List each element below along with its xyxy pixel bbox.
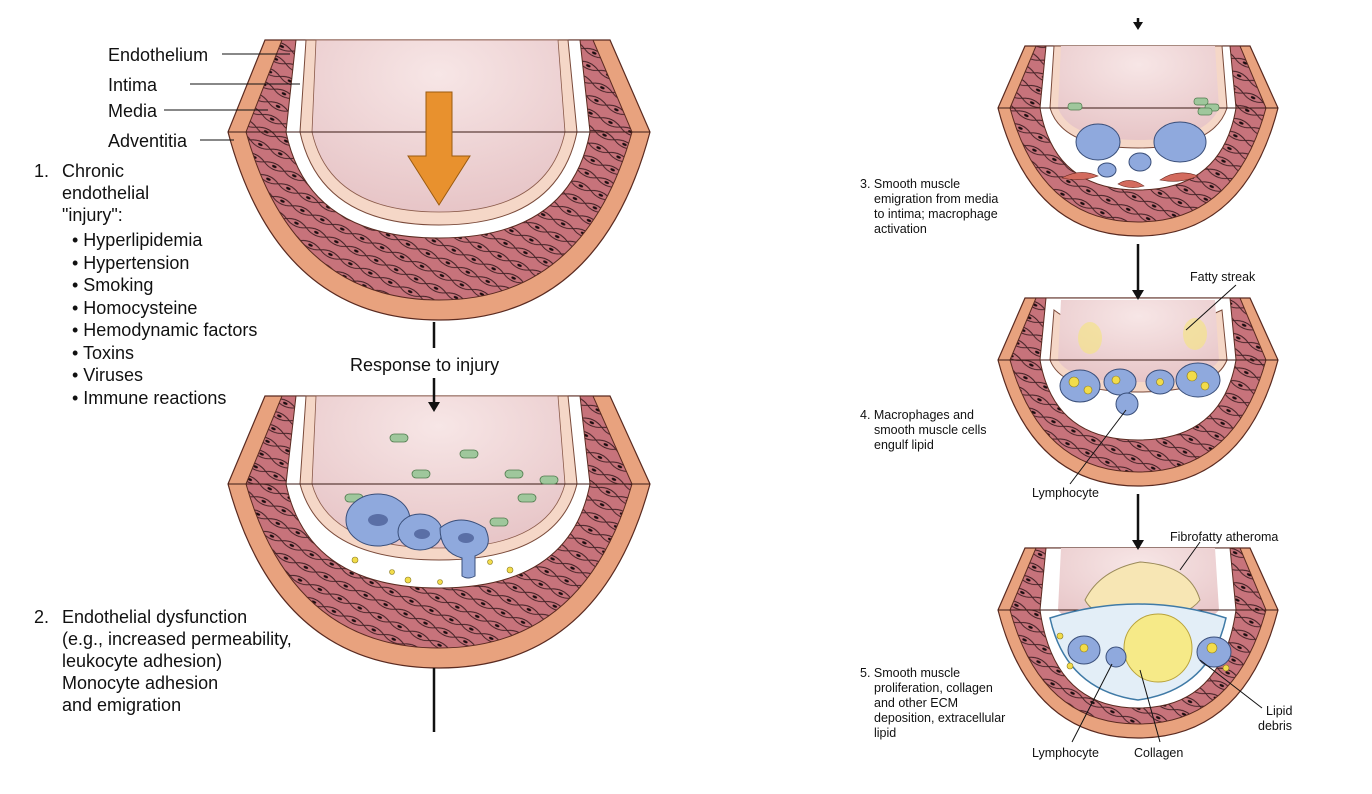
step2-line-1: Endothelial dysfunction [62, 607, 248, 627]
cause-item: • Smoking [72, 275, 154, 295]
leader-lines [164, 53, 1263, 743]
label-endothelium: Endothelium [108, 45, 209, 65]
cause-item: • Toxins [72, 342, 134, 363]
step1-title-line-2: endothelial [62, 183, 150, 203]
step2-line-4: Monocyte adhesion [62, 673, 219, 693]
response-to-injury-label: Response to injury [350, 355, 500, 375]
label-intima: Intima [108, 75, 158, 95]
step3-line-1: 3. Smooth muscle [860, 177, 961, 191]
step4-line-1: 4. Macrophages and [860, 408, 974, 422]
cause-item: • Immune reactions [72, 387, 227, 408]
step5-line-2: proliferation, collagen [874, 681, 993, 695]
cause-item: • Hemodynamic factors [72, 320, 258, 340]
step3-line-4: activation [874, 222, 927, 236]
vessel-stage-2 [227, 395, 651, 669]
step1-title-line-3: "injury": [62, 205, 123, 225]
step1-number: 1. [34, 161, 50, 181]
cause-item: • Hypertension [72, 252, 190, 273]
step5-line-5: lipid [874, 726, 897, 740]
platelets [344, 433, 559, 527]
vessel-stage-3 [997, 45, 1279, 237]
cause-item: • Hyperlipidemia [72, 230, 203, 250]
cause-item: • Homocysteine [72, 297, 198, 318]
label-collagen: Collagen [1134, 746, 1184, 760]
step2-number: 2. [34, 607, 50, 627]
vessel-stage-4 [997, 297, 1279, 487]
label-lipid-debris-line-2: debris [1258, 719, 1293, 733]
injury-causes-list: • Hyperlipidemia • Hypertension • Smokin… [72, 229, 257, 409]
step2-line-3: leukocyte adhesion) [62, 651, 223, 671]
step2-line-5: and emigration [62, 695, 182, 715]
step4-line-3: engulf lipid [874, 438, 934, 452]
step2-line-2: (e.g., increased permeability, [62, 629, 292, 649]
cause-item: • Viruses [72, 365, 143, 385]
step5-line-3: and other ECM [874, 696, 959, 710]
step5-line-1: 5. Smooth muscle [860, 666, 961, 680]
label-lipid-debris-line-1: Lipid [1266, 704, 1293, 718]
step1-title-line-1: Chronic [62, 161, 125, 181]
step5-line-4: deposition, extracellular [874, 711, 1006, 725]
injury-arrow [407, 91, 471, 206]
flow-arrows [428, 18, 1144, 732]
step3-line-3: to intima; macrophage [874, 207, 998, 221]
label-adventitia: Adventitia [108, 131, 188, 151]
label-lymphocyte-stage4: Lymphocyte [1032, 486, 1099, 500]
label-fibrofatty-atheroma: Fibrofatty atheroma [1170, 530, 1279, 544]
step3-line-2: emigration from media [874, 192, 999, 206]
label-media: Media [108, 101, 158, 121]
label-lymphocyte-stage5: Lymphocyte [1032, 746, 1099, 760]
vessel-stage-1 [227, 39, 651, 321]
vessel-stage-5 [997, 547, 1279, 739]
label-fatty-streak: Fatty streak [1190, 270, 1256, 284]
step4-line-2: smooth muscle cells [874, 423, 987, 437]
